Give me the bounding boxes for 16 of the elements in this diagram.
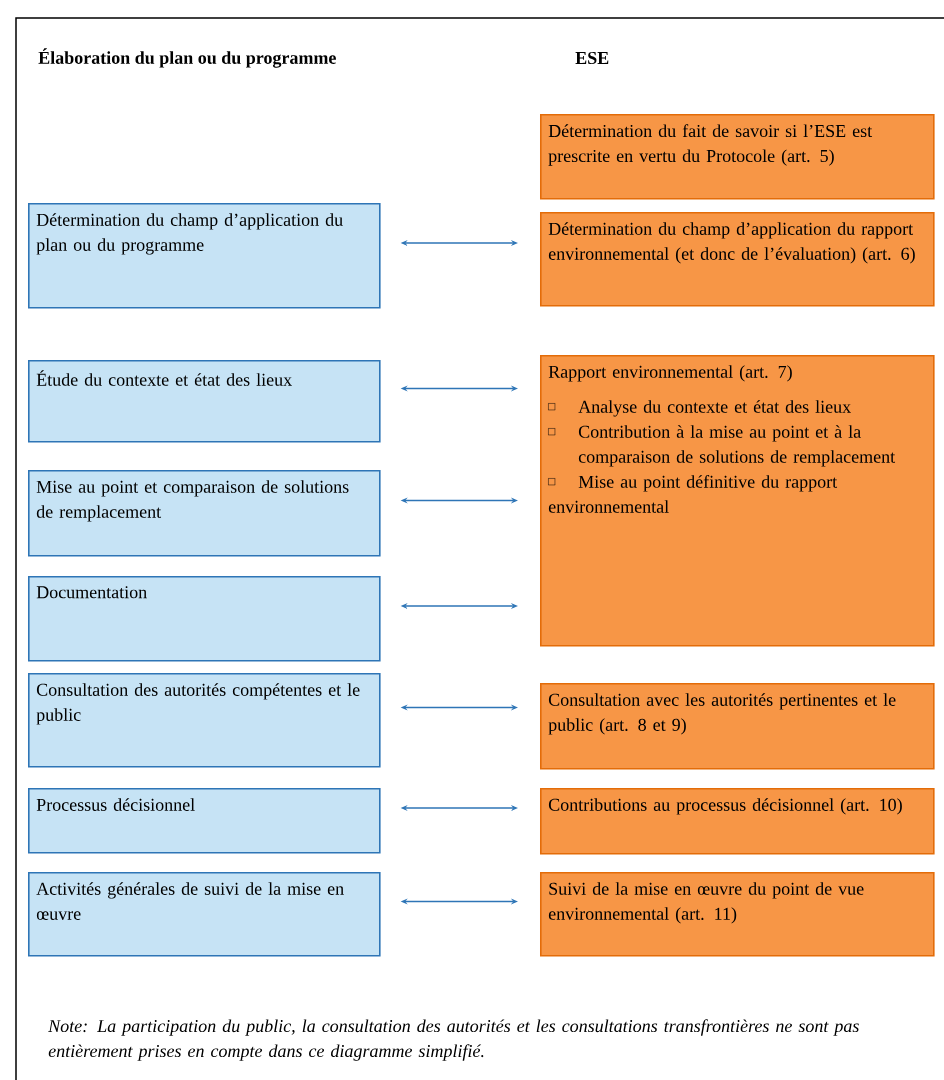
note: Note: La participation du public, la consultation des autorités et les consultations transfrontières ne sont pas entièrement prises en compte dans ce diagramme simplifié. (48, 1019, 859, 1061)
planning-step-box: Mise au point et comparaison de solutions de remplacement (28, 470, 381, 557)
planning-step-box: Étude du contexte et état des lieux (28, 360, 381, 443)
column-header: Élaboration du plan ou du programme (38, 48, 336, 68)
planning-step-box: Activités générales de suivi de la mise en œuvre (28, 872, 381, 957)
assessment-step-box: Contributions au processus décisionnel (art. 10) (540, 788, 935, 855)
planning-step-box: Documentation (28, 576, 381, 662)
assessment-step-box: Détermination du champ d’application du rapport environnemental (et donc de l’évaluation) (art. 6) (540, 212, 935, 307)
planning-step-box: Consultation des autorités compétentes et le public (28, 673, 381, 768)
column-header: ESE (575, 51, 609, 65)
assessment-step-box: Rapport environnemental (art. 7) Analyse du contexte et état des lieux Contribution à la mise au point et à la comparaison de solutions de remplacement Mise au point définitive du rapport environnemental (540, 355, 935, 647)
assessment-step-box: Suivi de la mise en œuvre du point de vue environnemental (art. 11) (540, 872, 935, 957)
assessment-step-box: Consultation avec les autorités pertinentes et le public (art. 8 et 9) (540, 683, 935, 770)
assessment-step-box: Détermination du fait de savoir si l’ESE est prescrite en vertu du Protocole (art. 5) (540, 114, 935, 200)
planning-step-box: Détermination du champ d’application du plan ou du programme (28, 203, 381, 309)
planning-step-box: Processus décisionnel (28, 788, 381, 854)
